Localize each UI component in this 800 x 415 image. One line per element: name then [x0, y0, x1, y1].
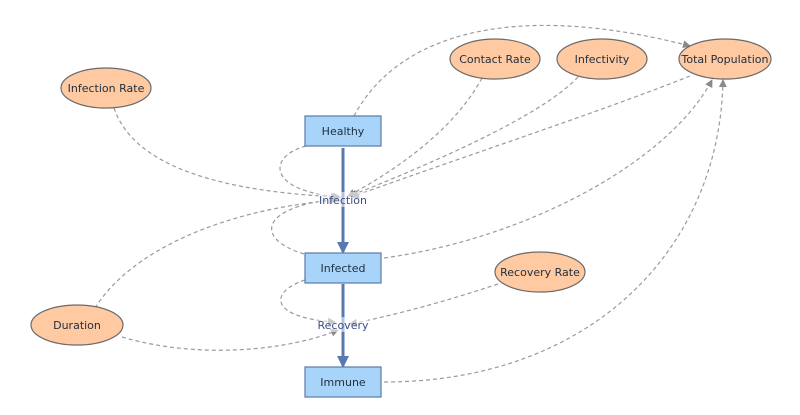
- flow-labels: Infection Recovery: [317, 192, 369, 332]
- stock-infected[interactable]: Infected: [304, 252, 382, 284]
- variable-contact-rate-label: Contact Rate: [459, 53, 531, 66]
- variable-recovery-rate[interactable]: Recovery Rate: [494, 251, 586, 293]
- variable-contact-rate[interactable]: Contact Rate: [449, 38, 541, 80]
- link-healthy-to-total-population: [353, 24, 691, 117]
- variable-recovery-rate-label: Recovery Rate: [500, 266, 580, 279]
- flow-label-recovery[interactable]: Recovery: [317, 319, 368, 332]
- variable-infectivity-label: Infectivity: [575, 53, 630, 66]
- variable-duration[interactable]: Duration: [30, 304, 124, 346]
- link-infected-to-total-population: [383, 79, 713, 259]
- flow-label-infection[interactable]: Infection: [319, 194, 367, 207]
- link-duration-to-recovery: [121, 328, 339, 351]
- influence-links: [94, 24, 727, 383]
- variable-infection-rate-label: Infection Rate: [68, 82, 145, 95]
- link-duration-to-infection: [94, 196, 337, 309]
- link-infection-rate-to-infection: [113, 107, 341, 201]
- variable-infection-rate[interactable]: Infection Rate: [60, 67, 152, 109]
- link-infectivity-to-infection: [349, 76, 579, 198]
- link-infected-loop-to-infection: [271, 195, 339, 255]
- variable-total-population[interactable]: Total Population: [678, 38, 772, 80]
- stock-immune-label: Immune: [320, 376, 366, 389]
- stock-healthy[interactable]: Healthy: [304, 115, 382, 147]
- variable-infectivity[interactable]: Infectivity: [556, 38, 648, 80]
- link-recovery-rate-to-recovery: [349, 283, 499, 327]
- variable-duration-label: Duration: [53, 319, 101, 332]
- stock-infected-label: Infected: [321, 262, 366, 275]
- link-healthy-loop-to-infection: [279, 145, 339, 201]
- link-total-population-to-infection: [351, 75, 691, 199]
- link-infected-loop-to-recovery: [280, 279, 336, 326]
- stock-healthy-label: Healthy: [322, 125, 365, 138]
- stock-immune[interactable]: Immune: [304, 366, 382, 398]
- link-immune-to-total-population: [383, 79, 727, 383]
- variable-total-population-label: Total Population: [681, 53, 769, 66]
